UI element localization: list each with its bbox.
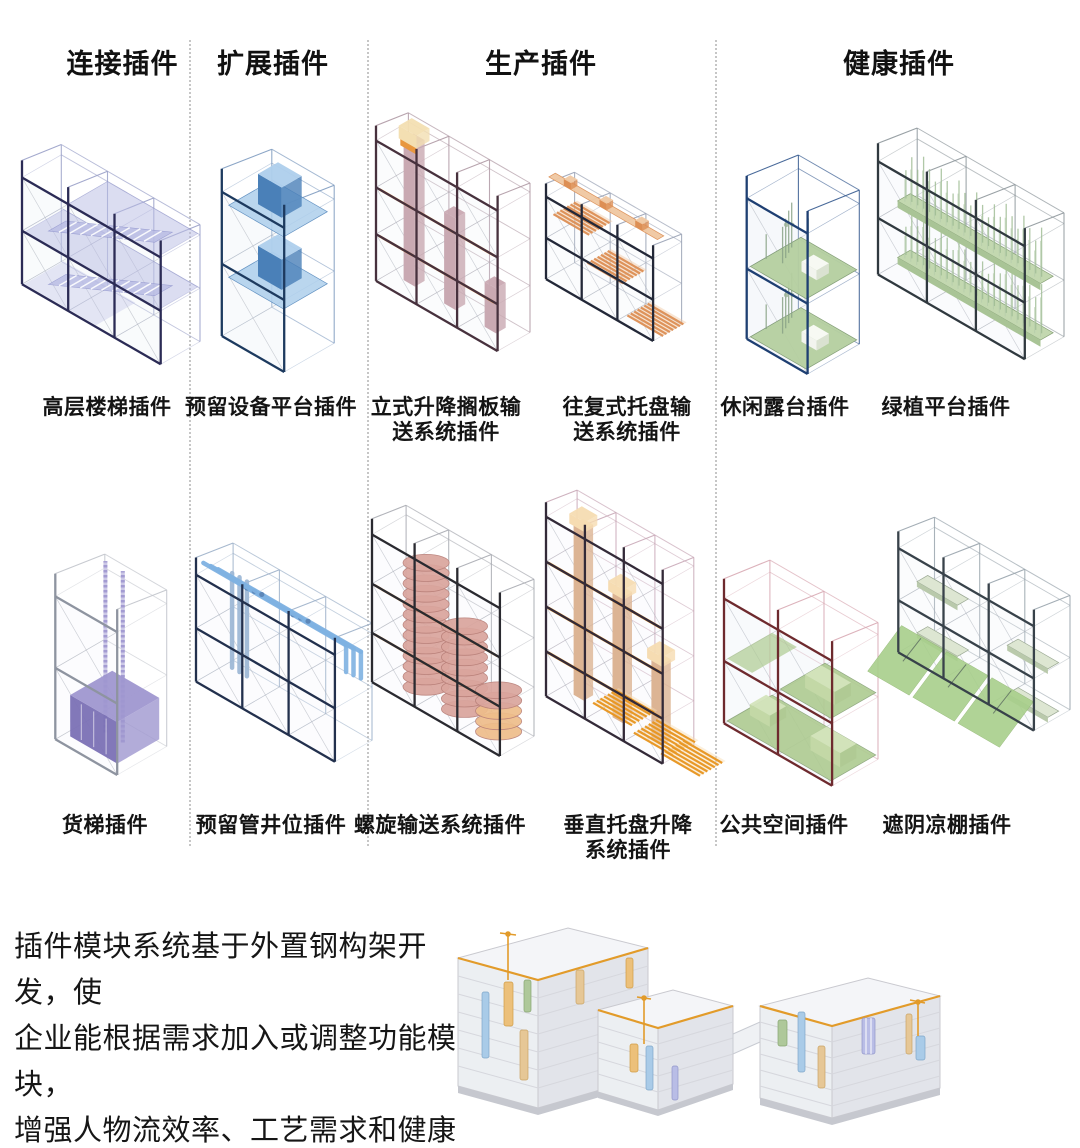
divider-expansion-production [367,40,369,846]
label-reciprocating-conveyor: 往复式托盘输 送系统插件 [562,396,692,444]
label-green-plant-platform: 绿植平台插件 [881,396,1011,419]
description-paragraph: 插件模块系统基于外置钢构架开发，使 企业能根据需求加入或调整功能模块， 增强人物… [14,924,474,1148]
label-high-rise-stair: 高层楼梯插件 [42,396,172,419]
figure-reciprocating-conveyor [544,130,694,378]
figure-vertical-shelf-conveyor [374,76,531,382]
figure-shade-canopy [866,450,1071,812]
label-pipe-shaft: 预留管井位插件 [195,814,347,837]
divider-production-health [715,40,717,846]
divider-connection-expansion [189,40,191,846]
label-vertical-pallet-lift: 垂直托盘升降 系统插件 [563,814,693,862]
category-header-production: 生产插件 [485,49,597,79]
description-line: 企业能根据需求加入或调整功能模块， [14,1023,457,1101]
figure-leisure-terrace [740,146,866,375]
label-freight-elevator: 货梯插件 [62,814,148,837]
label-spiral-conveyor: 螺旋输送系统插件 [354,814,526,837]
category-header-health: 健康插件 [843,49,955,79]
label-equipment-platform: 预留设备平台插件 [185,396,357,419]
figure-green-plant-platform [876,98,1065,382]
campus-overview-illustration [448,918,948,1130]
figure-equipment-platform [216,140,340,373]
category-header-expansion: 扩展插件 [217,49,329,79]
crane-icon [909,999,926,1036]
figure-public-space [722,535,879,803]
label-vertical-shelf-conveyor: 立式升降搁板输 送系统插件 [370,396,522,444]
building-right [758,977,942,1125]
figure-vertical-pallet-lift [544,445,726,803]
label-public-space: 公共空间插件 [719,814,849,837]
building-left [456,927,650,1115]
crane-icon [636,995,652,1044]
description-line: 插件模块系统基于外置钢构架开发，使 [14,931,428,1009]
figure-pipe-shaft [194,515,373,783]
building-bridge [732,1021,761,1055]
label-shade-canopy: 遮阴凉棚插件 [882,814,1012,837]
building-middle [596,989,735,1116]
figure-high-rise-stair [20,122,201,380]
figure-freight-elevator [44,545,178,776]
category-header-connection: 连接插件 [66,49,179,79]
label-leisure-terrace: 休闲露台插件 [720,396,850,419]
crane-icon [499,931,517,980]
description-line: 增强人物流效率、工艺需求和健康办公。 [14,1115,457,1147]
figure-spiral-conveyor [370,465,535,790]
